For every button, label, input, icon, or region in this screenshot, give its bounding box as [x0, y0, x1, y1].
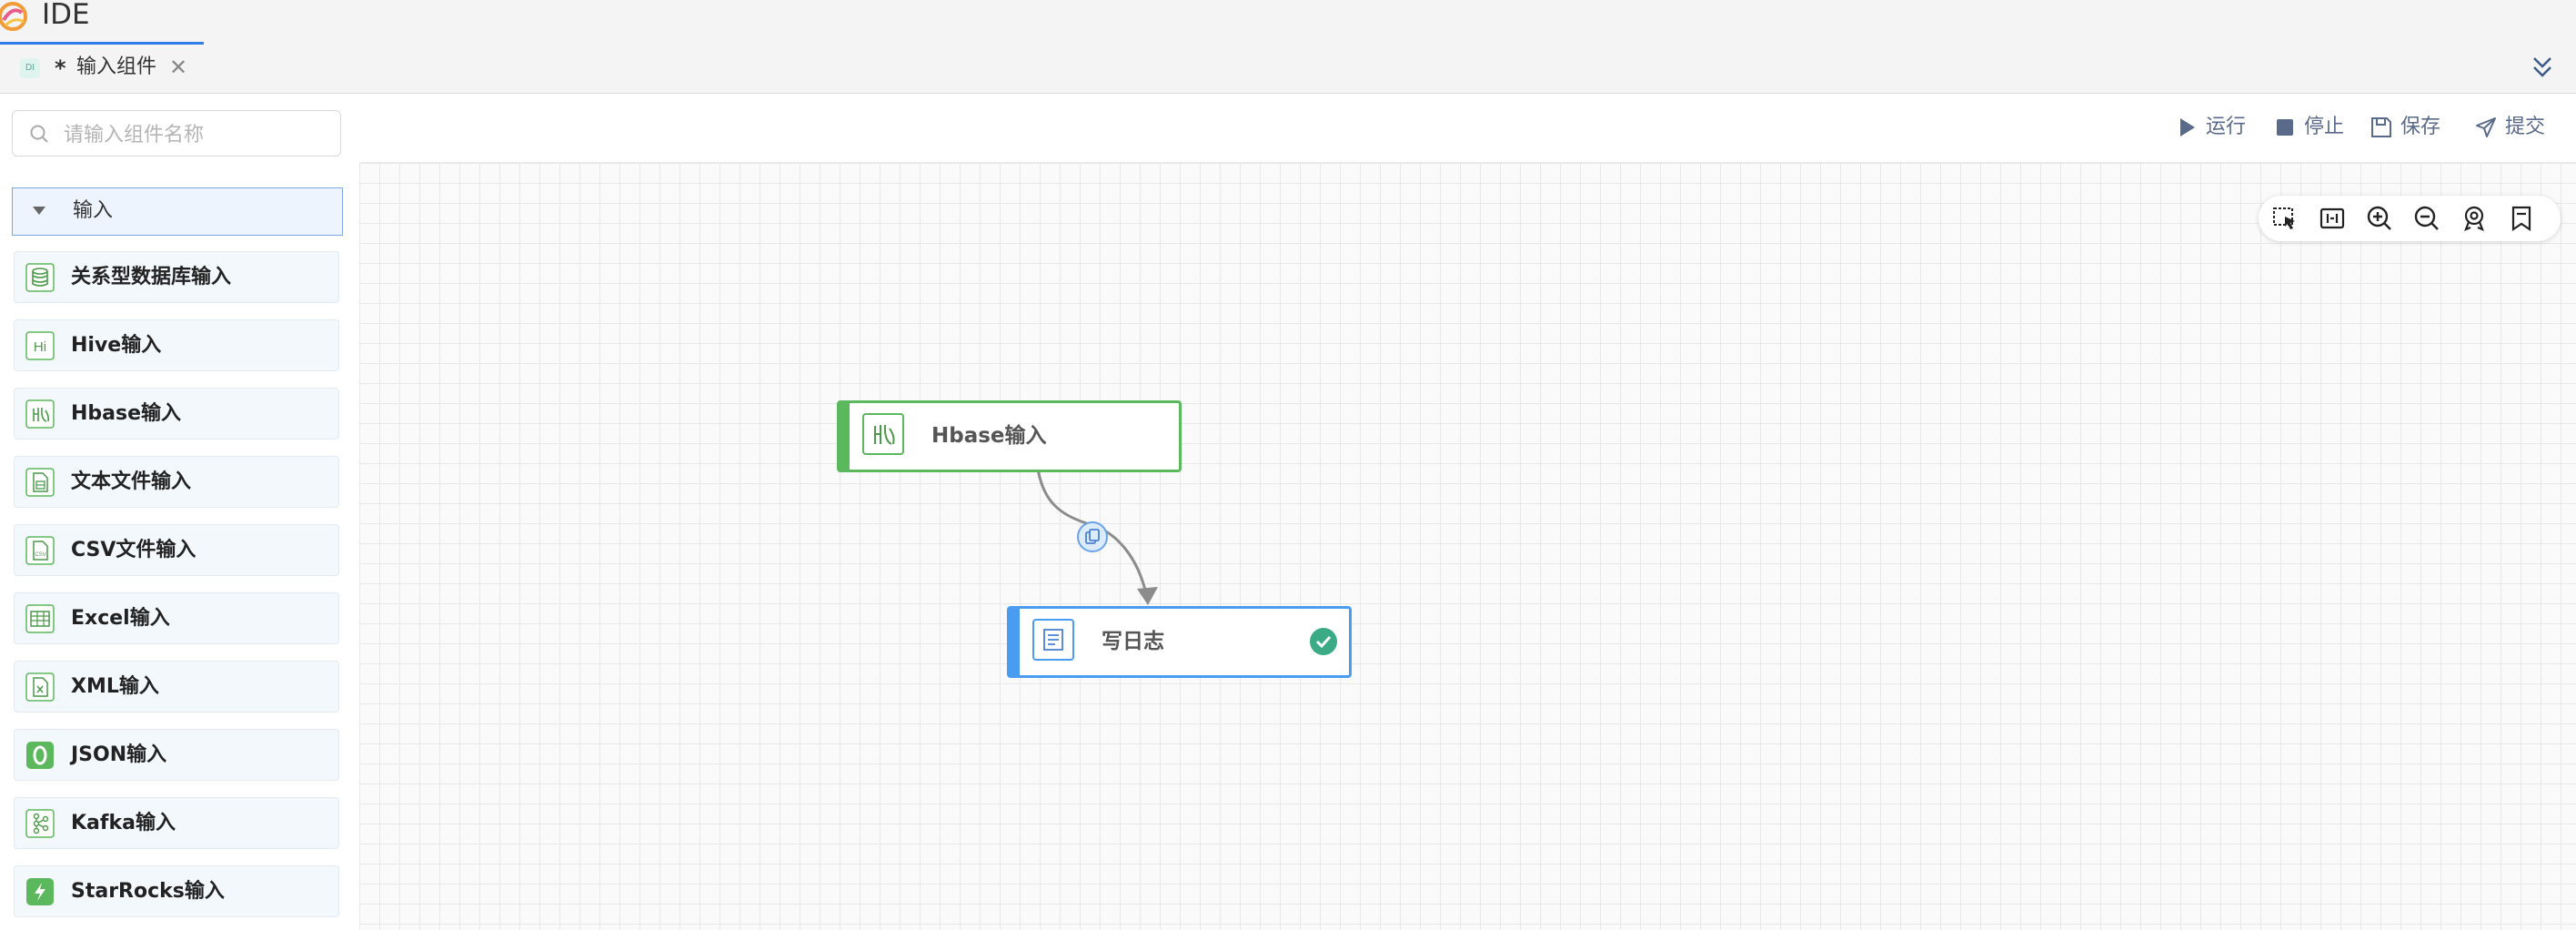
flow-node-label: Hbase输入 [931, 424, 1047, 448]
group-label: 输入 [73, 199, 114, 222]
flow-node-write-log[interactable]: 写日志 [1007, 606, 1352, 678]
component-item-label: 文本文件输入 [71, 470, 192, 493]
tab-type-badge: DI [20, 58, 40, 78]
caret-down-icon [33, 207, 45, 215]
component-item-excel[interactable]: Excel输入 [14, 592, 339, 644]
stop-button[interactable]: 停止 [2273, 112, 2364, 143]
component-item-json[interactable]: JSON输入 [14, 729, 339, 781]
database-icon [25, 263, 55, 292]
editor-tab-bar: DI * 输入组件 ✕ [0, 42, 2576, 94]
fit-view-icon[interactable] [2319, 205, 2346, 232]
search-icon [30, 125, 48, 143]
tab-input-components[interactable]: DI * 输入组件 ✕ [0, 42, 204, 93]
component-item-hbase[interactable]: Hbase输入 [14, 388, 339, 440]
starrocks-icon [26, 878, 54, 905]
component-item-starrocks[interactable]: StarRocks输入 [14, 865, 339, 917]
component-item-hive[interactable]: Hi Hive输入 [14, 319, 339, 371]
component-item-rdb[interactable]: 关系型数据库输入 [14, 251, 339, 303]
component-item-label: Hive输入 [71, 334, 162, 357]
save-icon [2371, 117, 2391, 137]
stop-icon [2277, 119, 2293, 136]
zoom-in-icon[interactable] [2366, 205, 2393, 232]
component-item-label: Kafka输入 [71, 812, 176, 834]
hbase-icon [25, 399, 55, 429]
log-icon [1032, 619, 1074, 661]
group-header-input[interactable]: 输入 [12, 187, 343, 236]
run-button[interactable]: 运行 [2175, 112, 2266, 143]
flow-edge [1036, 468, 1158, 605]
component-item-csv[interactable]: CSV CSV文件输入 [14, 524, 339, 576]
save-button[interactable]: 保存 [2370, 112, 2460, 143]
tab-title: 输入组件 [76, 56, 157, 78]
flow-node-hbase-input[interactable]: Hbase输入 [837, 400, 1182, 472]
flow-canvas[interactable]: Hbase输入 写日志 [359, 163, 2576, 930]
unsaved-indicator: * [55, 56, 66, 81]
component-item-label: JSON输入 [71, 743, 167, 766]
zoom-out-icon[interactable] [2413, 205, 2440, 232]
title-bar: IDE [0, 0, 2576, 43]
csv-file-icon: CSV [25, 536, 55, 565]
component-item-label: Hbase输入 [71, 402, 182, 425]
component-item-label: StarRocks输入 [71, 880, 225, 903]
component-item-label: CSV文件输入 [71, 539, 196, 561]
app-logo-icon [0, 2, 27, 31]
json-icon [26, 742, 54, 769]
send-icon [2476, 117, 2496, 137]
submit-button[interactable]: 提交 [2474, 112, 2565, 143]
svg-text:Hi: Hi [34, 339, 46, 355]
component-item-label: 关系型数据库输入 [71, 266, 232, 288]
xml-icon [25, 672, 55, 702]
component-search[interactable] [12, 110, 341, 157]
hive-icon: Hi [25, 331, 55, 360]
bookmark-icon[interactable] [2508, 205, 2535, 232]
canvas-toolbar: 运行 停止 保存 提交 [359, 94, 2576, 163]
flow-node-label: 写日志 [1102, 630, 1164, 653]
component-item-text-file[interactable]: 文本文件输入 [14, 456, 339, 508]
component-sidebar: 输入 关系型数据库输入 Hi Hive输入 Hbase输入 文本文 [0, 94, 359, 930]
hbase-icon [862, 413, 904, 455]
success-check-icon [1310, 628, 1337, 655]
canvas-zoom-toolbar [2259, 196, 2561, 241]
component-item-xml[interactable]: XML输入 [14, 661, 339, 713]
play-icon [2180, 118, 2195, 136]
tab-close-icon[interactable]: ✕ [169, 55, 188, 80]
app-title: IDE [42, 0, 90, 31]
component-item-kafka[interactable]: Kafka输入 [14, 797, 339, 849]
component-search-input[interactable] [62, 118, 329, 151]
double-chevron-down-icon[interactable] [2529, 51, 2556, 84]
locate-icon[interactable] [2460, 205, 2488, 232]
excel-icon [25, 604, 55, 633]
component-item-label: XML输入 [71, 675, 159, 698]
kafka-icon [25, 809, 55, 838]
box-select-icon[interactable] [2271, 205, 2299, 232]
text-file-icon [25, 468, 55, 497]
component-item-label: Excel输入 [71, 607, 170, 630]
copy-data-icon[interactable] [1076, 521, 1109, 553]
svg-text:CSV: CSV [35, 552, 45, 558]
